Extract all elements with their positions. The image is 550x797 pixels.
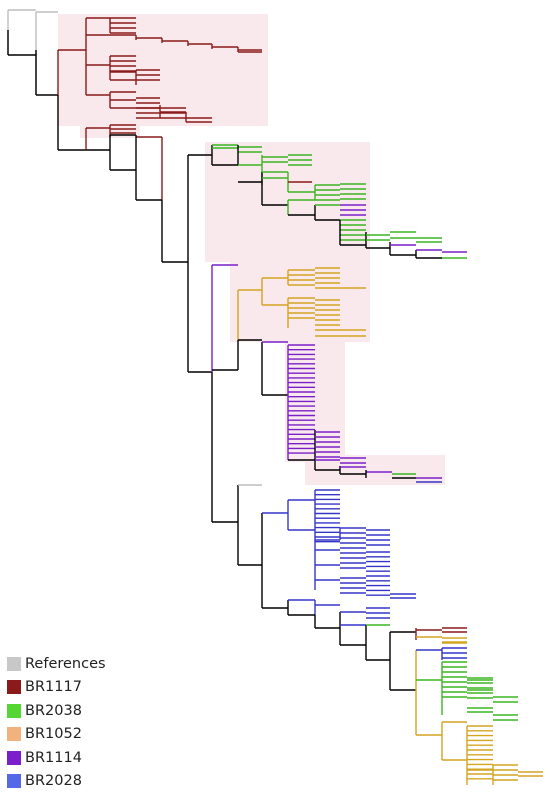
- legend: References BR1117 BR2038 BR1052 BR1114 B…: [7, 652, 106, 793]
- legend-swatch-br1114: [7, 750, 21, 765]
- legend-item-br2038: BR2038: [7, 699, 106, 723]
- legend-item-br1114: BR1114: [7, 746, 106, 770]
- legend-item-br1052: BR1052: [7, 723, 106, 747]
- legend-swatch-br1052: [7, 727, 21, 742]
- legend-item-br1117: BR1117: [7, 676, 106, 700]
- legend-label-br2038: BR2038: [25, 702, 82, 719]
- clade-highlight: [58, 14, 268, 126]
- legend-item-references: References: [7, 652, 106, 676]
- legend-label-br1052: BR1052: [25, 726, 82, 743]
- legend-label-br1117: BR1117: [25, 679, 82, 696]
- legend-label-br2028: BR2028: [25, 773, 82, 790]
- legend-swatch-br1117: [7, 680, 21, 695]
- legend-label-references: References: [25, 655, 106, 672]
- legend-item-br2028: BR2028: [7, 770, 106, 794]
- legend-label-br1114: BR1114: [25, 749, 82, 766]
- legend-swatch-br2038: [7, 703, 21, 718]
- legend-swatch-br2028: [7, 774, 21, 789]
- legend-swatch-references: [7, 656, 21, 671]
